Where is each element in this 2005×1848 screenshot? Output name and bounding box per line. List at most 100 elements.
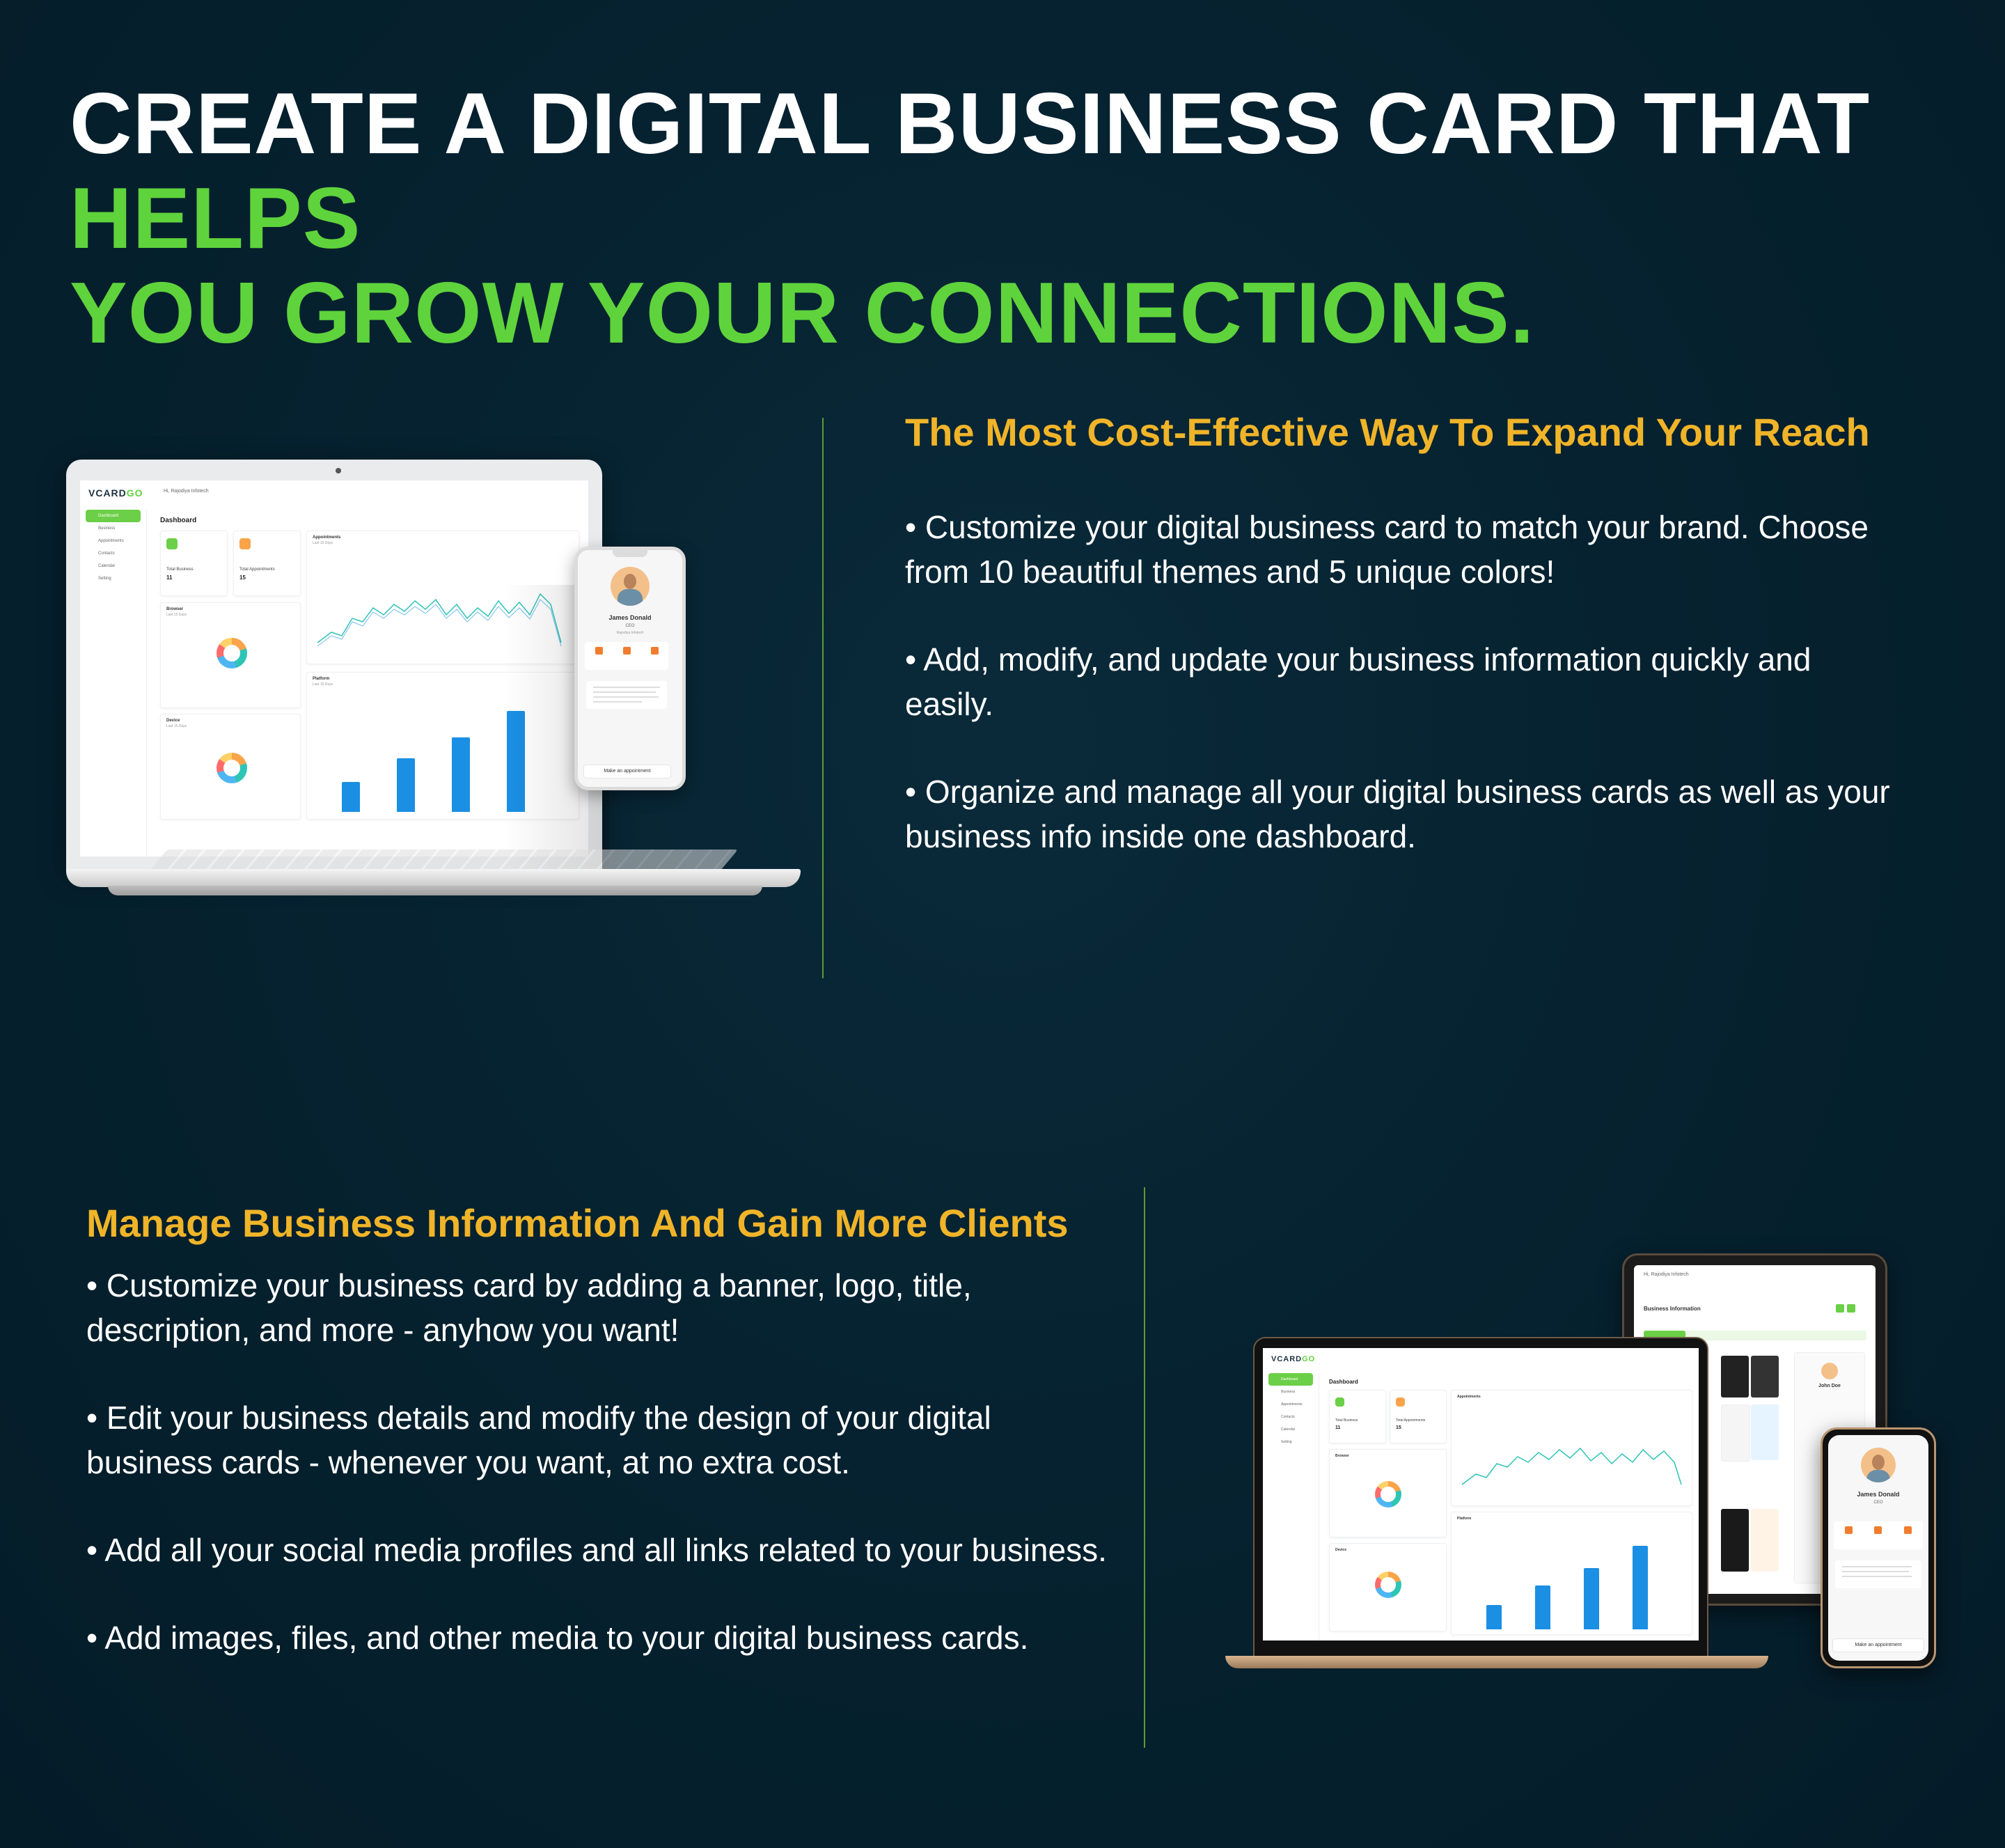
stat-card-appointments: Total Appointments 15: [1390, 1390, 1447, 1443]
sidebar-item-dashboard: Dashboard: [86, 510, 141, 522]
email-icon: [1874, 1526, 1882, 1534]
dashboard-screen: VCARDGO Hi, Rajodiya Infotech Dashboard …: [80, 480, 588, 856]
laptop2-lid: VCARDGO Dashboard Business Appointments …: [1253, 1337, 1708, 1660]
platform-bars: [1465, 1532, 1688, 1629]
stat-value: 11: [166, 574, 173, 581]
dashboard-title: Dashboard: [1329, 1379, 1358, 1385]
appointment-button: Make an appointment: [583, 765, 671, 778]
contact-icons: [1834, 1521, 1923, 1549]
sidebar-item-appointments: Appointments: [98, 539, 124, 543]
section1-bullet: • Customize your digital business card t…: [905, 509, 1869, 590]
platform-bar: [1535, 1585, 1551, 1629]
platform-bar: [396, 758, 415, 812]
card-name: James Donald: [608, 614, 652, 621]
sidebar-item-calendar: Calendar: [98, 564, 116, 568]
profile-avatar: [611, 567, 650, 606]
email-icon: [622, 647, 631, 655]
sidebar-item-setting: Setting: [1281, 1440, 1292, 1444]
phone-icon: [1844, 1526, 1853, 1534]
phone-icon: [595, 647, 603, 655]
section1-bullet: • Organize and manage all your digital b…: [905, 774, 1890, 854]
sidebar-item-setting: Setting: [98, 577, 111, 581]
section2-bullet: • Add all your social media profiles and…: [86, 1532, 1107, 1568]
platform-bars: [321, 694, 572, 812]
sidebar-item-dashboard: Dashboard: [1268, 1373, 1313, 1386]
card-role: CEO: [1873, 1501, 1883, 1505]
card-title: Device: [166, 719, 180, 723]
linkedin-icon: [650, 647, 659, 655]
platform-bar: [451, 737, 470, 812]
sidebar-item-calendar: Calendar: [1281, 1427, 1296, 1432]
linkedin-icon: [1904, 1526, 1912, 1534]
phone2-screen: James Donald CEO Make an appointment: [1828, 1435, 1928, 1661]
appointments-line-chart: [317, 593, 562, 647]
add-icon: [1836, 1304, 1844, 1313]
card-title: Device: [1335, 1548, 1347, 1552]
laptop-mockup: VCARDGO Hi, Rajodiya Infotech Dashboard …: [66, 460, 804, 919]
devices-mockup: Hi, Rajodiya Infotech Business Informati…: [1204, 1253, 1942, 1685]
contact-icons: [585, 642, 668, 670]
device-card: Device: [1329, 1543, 1447, 1631]
platform-bar: [506, 711, 525, 812]
browser-card: Browser Last 15 Days: [160, 602, 301, 708]
section1-divider: [822, 418, 824, 978]
stat-value: 15: [1396, 1425, 1401, 1430]
sidebar-item-contacts: Contacts: [98, 551, 115, 556]
stat-card-business: Total Business 11: [1329, 1390, 1386, 1443]
sidebar-item-business: Business: [1281, 1390, 1296, 1394]
platform-bar: [1633, 1546, 1649, 1629]
dashboard-sidebar: Dashboard Business Appointments Contacts…: [80, 510, 147, 856]
theme-thumb: [1751, 1509, 1779, 1572]
business-info-title: Business Information: [1644, 1306, 1701, 1312]
stat-label: Total Business: [166, 567, 194, 572]
platform-card: Platform Last 15 Days: [306, 672, 579, 820]
phone-notch: [613, 550, 647, 557]
headline-part-1: CREATE A DIGITAL BUSINESS CARD THAT: [70, 76, 1871, 172]
section1-title: The Most Cost-Effective Way To Expand Yo…: [905, 410, 1870, 454]
theme-thumb: [1721, 1509, 1749, 1572]
theme-thumb: [1751, 1356, 1779, 1397]
card-title: Platform: [1457, 1517, 1472, 1521]
card-company: Rajodiya Infotech: [616, 631, 644, 635]
card-title: Platform: [313, 677, 330, 681]
laptop2-screen: VCARDGO Dashboard Business Appointments …: [1263, 1348, 1699, 1641]
card-description: [586, 681, 667, 709]
laptop-lid: VCARDGO Hi, Rajodiya Infotech Dashboard …: [66, 460, 686, 870]
platform-card: Platform: [1451, 1512, 1692, 1635]
headline: CREATE A DIGITAL BUSINESS CARD THAT HELP…: [70, 77, 1949, 361]
laptop-base-shadow: [108, 886, 762, 895]
business-icon: [1335, 1397, 1344, 1407]
headline-part-3: YOU GROW YOUR CONNECTIONS.: [70, 265, 1535, 361]
browser-donut-chart: [1375, 1481, 1401, 1508]
tablet-user: Hi, Rajodiya Infotech: [1644, 1272, 1689, 1277]
device-card: Device Last 15 Days: [160, 714, 301, 820]
dashboard-sidebar: Dashboard Business Appointments Contacts…: [1263, 1373, 1319, 1641]
appointment-icon: [1396, 1397, 1405, 1407]
card-title: Browser: [1335, 1454, 1350, 1458]
dashboard-title: Dashboard: [160, 517, 197, 524]
card-role: CEO: [625, 624, 635, 628]
business-icon: [166, 538, 178, 549]
appointments-card: Appointments: [1451, 1390, 1692, 1506]
platform-bar: [1486, 1605, 1502, 1629]
camera-dot: [336, 468, 341, 473]
laptop2-base: [1225, 1656, 1768, 1668]
section2-bullets: • Customize your business card by adding…: [86, 1263, 1117, 1703]
stat-label: Total Appointments: [1396, 1418, 1426, 1423]
card-preview-name: John Doe: [1818, 1384, 1841, 1388]
card-title: Browser: [166, 607, 184, 611]
theme-thumb: [1721, 1356, 1749, 1397]
platform-bar: [1584, 1568, 1600, 1629]
browser-donut-chart: [217, 638, 247, 668]
section2-bullet: • Customize your business card by adding…: [86, 1267, 972, 1348]
section2-bullet: • Edit your business details and modify …: [86, 1400, 991, 1480]
edit-icon: [1847, 1304, 1855, 1313]
card-subtitle: Last 15 Days: [166, 724, 187, 728]
stat-card-appointments: Total Appointments 15: [233, 531, 301, 596]
headline-part-2: HELPS: [70, 171, 361, 267]
appointment-icon: [239, 538, 251, 549]
phone-mockup: James Donald CEO Rajodiya Infotech Make …: [574, 547, 686, 790]
stat-label: Total Business: [1335, 1418, 1358, 1423]
vcardgo-logo: VCARDGO: [88, 487, 143, 499]
laptop-base: [66, 869, 801, 887]
